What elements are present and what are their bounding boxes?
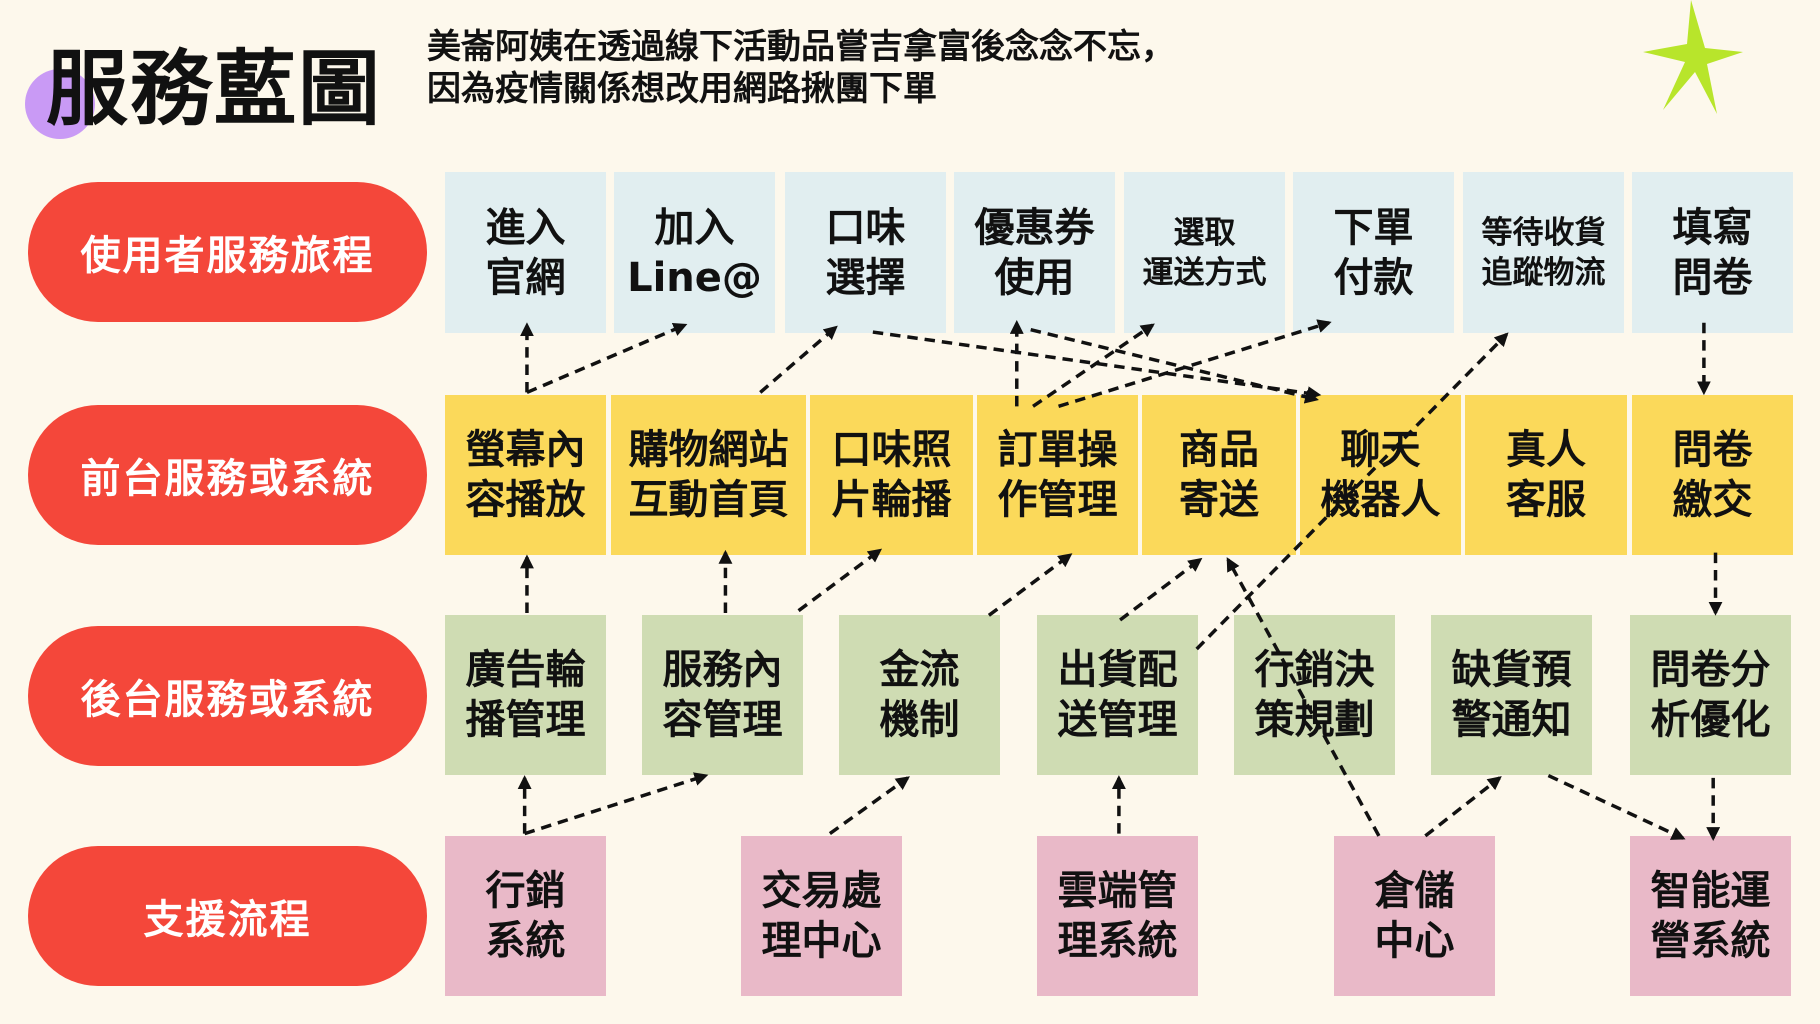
frontstage-item: 購物網站 互動首頁 (611, 395, 806, 555)
frontstage-item: 聊天 機器人 (1300, 395, 1461, 555)
backstage-item: 行銷決 策規劃 (1234, 615, 1395, 775)
arrow (1030, 328, 1319, 404)
arrow (1547, 773, 1686, 840)
frontstage-item: 問卷 繳交 (1632, 395, 1793, 555)
arrow (987, 553, 1073, 617)
support-item: 倉儲 中心 (1334, 836, 1495, 996)
decorative-purple-dot (25, 69, 95, 139)
subtitle-line-1: 美崙阿姨在透過線下活動品嘗吉拿富後念念不忘， (427, 27, 1175, 67)
arrow (524, 772, 709, 836)
journey-step: 口味 選擇 (785, 172, 946, 333)
backstage-item: 服務內 容管理 (642, 615, 803, 775)
backstage-item: 問卷分 析優化 (1630, 615, 1791, 775)
arrow (526, 323, 688, 395)
support-item: 交易處 理中心 (741, 836, 902, 996)
lane-label-user-journey: 使用者服務旅程 (28, 182, 427, 322)
arrow (828, 776, 910, 836)
frontstage-item: 真人 客服 (1465, 395, 1627, 555)
journey-step: 填寫 問卷 (1632, 172, 1793, 333)
support-item: 行銷 系統 (445, 836, 606, 996)
journey-step: 加入 Line@ (614, 172, 775, 333)
backstage-item: 金流 機制 (839, 615, 1000, 775)
lane-label-frontstage: 前台服務或系統 (28, 405, 427, 545)
journey-step: 進入 官網 (445, 172, 606, 333)
journey-step: 選取 運送方式 (1124, 172, 1285, 333)
frontstage-item: 商品 寄送 (1142, 395, 1296, 555)
backstage-item: 出貨配 送管理 (1037, 615, 1198, 775)
subtitle: 美崙阿姨在透過線下活動品嘗吉拿富後念念不忘， 因為疫情關係想改用網路揪團下單 (427, 26, 1175, 110)
journey-step: 下單 付款 (1293, 172, 1454, 333)
lane-label-backstage: 後台服務或系統 (28, 626, 427, 766)
frontstage-item: 螢幕內 容播放 (445, 395, 606, 555)
frontstage-item: 訂單操 作管理 (977, 395, 1138, 555)
arrow (1058, 319, 1332, 409)
arrow (759, 325, 838, 394)
arrow (872, 330, 1322, 401)
journey-step: 等待收貨 追蹤物流 (1463, 172, 1624, 333)
support-item: 智能運 營系統 (1630, 836, 1791, 996)
journey-step: 優惠券 使用 (954, 172, 1115, 333)
arrow (1119, 557, 1203, 622)
arrow (797, 548, 883, 613)
support-item: 雲端管 理系統 (1037, 836, 1198, 996)
lane-label-support: 支援流程 (28, 846, 427, 986)
subtitle-line-2: 因為疫情關係想改用網路揪團下單 (427, 69, 937, 109)
backstage-item: 缺貨預 警通知 (1431, 615, 1592, 775)
arrow (1424, 776, 1502, 838)
backstage-item: 廣告輪 播管理 (445, 615, 606, 775)
frontstage-item: 口味照 片輪播 (810, 395, 973, 555)
page-title: 服務藍圖 (46, 42, 383, 137)
